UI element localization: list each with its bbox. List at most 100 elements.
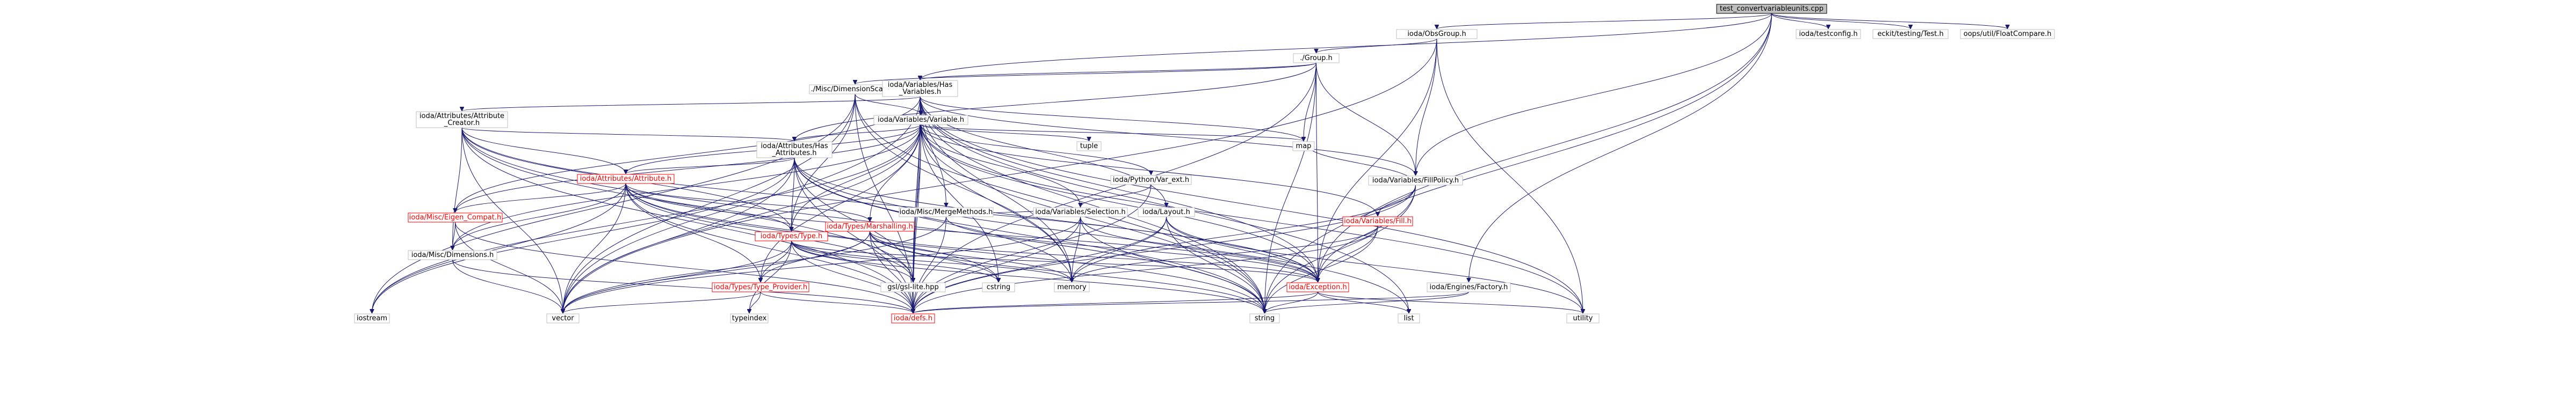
edge-layout-to-memory bbox=[1072, 216, 1167, 282]
edge-exception-to-list bbox=[1318, 291, 1409, 314]
edge-typeh-to-string bbox=[791, 240, 1265, 313]
node-gsl[interactable]: gsl/gsl-lite.hpp bbox=[880, 282, 946, 292]
node-fillpolicy[interactable]: ioda/Variables/FillPolicy.h bbox=[1368, 175, 1463, 186]
edge-attribute-to-string bbox=[625, 183, 1265, 313]
node-group[interactable]: ./Group.h bbox=[1293, 53, 1340, 63]
node-eigencompat[interactable]: ioda/Misc/Eigen_Compat.h bbox=[408, 212, 503, 223]
node-tuple[interactable]: tuple bbox=[1076, 141, 1102, 151]
node-selection-label-0: ioda/Variables/Selection.h bbox=[1035, 208, 1125, 216]
node-attrcreator[interactable]: ioda/Attributes/Attribute_Creator.h bbox=[416, 111, 508, 128]
node-eigencompat-label-0: ioda/Misc/Eigen_Compat.h bbox=[409, 214, 502, 222]
edge-attribute-to-vector bbox=[563, 183, 626, 313]
edge-typeh-to-exception bbox=[791, 240, 1318, 283]
node-marshalling[interactable]: ioda/Types/Marshalling.h bbox=[825, 222, 915, 232]
node-typeindex-label-0: typeindex bbox=[732, 314, 767, 322]
edge-variable-to-cstring bbox=[921, 124, 999, 282]
node-fill-label-0: ioda/Variables/Fill.h bbox=[1344, 217, 1412, 225]
node-defs[interactable]: ioda/defs.h bbox=[891, 313, 935, 324]
node-variable-box bbox=[873, 115, 968, 125]
edge-selection-to-vector bbox=[563, 216, 1081, 313]
node-memory[interactable]: memory bbox=[1054, 282, 1090, 292]
node-obsgroup-box bbox=[1396, 29, 1478, 39]
node-dimensions-box bbox=[408, 250, 497, 260]
node-attribute[interactable]: ioda/Attributes/Attribute.h bbox=[577, 174, 675, 184]
edge-attribute-to-dimensions bbox=[453, 183, 626, 250]
node-floatcompare[interactable]: oops/util/FloatCompare.h bbox=[1960, 29, 2055, 39]
edge-hasattributes-to-exception bbox=[794, 157, 1318, 282]
edge-variable-to-eigencompat bbox=[455, 124, 921, 212]
node-layout[interactable]: ioda/Layout.h bbox=[1138, 207, 1195, 217]
edge-dimscales-to-memory bbox=[855, 93, 1072, 282]
node-selection[interactable]: ioda/Variables/Selection.h bbox=[1033, 207, 1128, 217]
edge-typeh-to-typeindex bbox=[749, 240, 792, 313]
node-hasattributes-label-0: ioda/Attributes/Has bbox=[761, 142, 828, 150]
edge-variable-to-map bbox=[921, 124, 1304, 142]
node-testconfig[interactable]: ioda/testconfig.h bbox=[1796, 29, 1861, 39]
node-typeindex[interactable]: typeindex bbox=[730, 313, 769, 324]
node-factory[interactable]: ioda/Engines/Factory.h bbox=[1427, 282, 1511, 292]
edge-group-to-map bbox=[1304, 62, 1316, 141]
node-dimensions[interactable]: ioda/Misc/Dimensions.h bbox=[408, 250, 497, 260]
edge-hasvariables-to-vector bbox=[563, 96, 921, 313]
node-mergemethods[interactable]: ioda/Misc/MergeMethods.h bbox=[899, 207, 994, 217]
node-typeh[interactable]: ioda/Types/Type.h bbox=[755, 231, 828, 241]
node-fillpolicy-label-0: ioda/Variables/FillPolicy.h bbox=[1372, 177, 1459, 185]
edge-hasvariables-to-eigencompat bbox=[455, 96, 921, 212]
node-typeprovider-box bbox=[712, 282, 809, 292]
node-exception-label-0: ioda/Exception.h bbox=[1289, 283, 1347, 291]
node-fill[interactable]: ioda/Variables/Fill.h bbox=[1342, 216, 1413, 226]
node-variable[interactable]: ioda/Variables/Variable.h bbox=[873, 115, 968, 125]
edge-hasvariables-to-exception bbox=[920, 96, 1318, 282]
node-factory-label-0: ioda/Engines/Factory.h bbox=[1430, 283, 1508, 291]
node-mergemethods-label-0: ioda/Misc/MergeMethods.h bbox=[900, 208, 993, 216]
node-hasattributes-box bbox=[756, 141, 833, 158]
edge-typeh-to-defs bbox=[791, 240, 914, 313]
edge-eigencompat-to-vector bbox=[455, 222, 563, 313]
edge-root-to-testconfig bbox=[1771, 13, 1829, 30]
node-obsgroup[interactable]: ioda/ObsGroup.h bbox=[1396, 29, 1478, 39]
node-defs-label-0: ioda/defs.h bbox=[894, 314, 932, 322]
node-string[interactable]: string bbox=[1249, 313, 1280, 324]
edge-root-to-floatcompare bbox=[1771, 13, 2008, 30]
node-hasvariables[interactable]: ioda/Variables/Has_Variables.h bbox=[882, 80, 958, 97]
node-layout-box bbox=[1138, 207, 1195, 217]
node-memory-label-0: memory bbox=[1057, 283, 1087, 291]
edge-attribute-to-typeprovider bbox=[625, 183, 761, 282]
edge-eigencompat-to-defs bbox=[455, 222, 914, 313]
node-root[interactable]: test_convertvariableunits.cpp bbox=[1716, 4, 1827, 14]
node-eckit_test[interactable]: eckit/testing/Test.h bbox=[1872, 29, 1949, 39]
node-marshalling-box bbox=[825, 222, 915, 232]
node-pythonvarext[interactable]: ioda/Python/Var_ext.h bbox=[1110, 175, 1192, 185]
node-iostream[interactable]: iostream bbox=[354, 313, 390, 324]
edge-variable-to-memory bbox=[921, 124, 1072, 282]
edge-exception-to-utility bbox=[1318, 291, 1583, 314]
edge-variable-to-exception bbox=[921, 124, 1318, 282]
node-vector[interactable]: vector bbox=[546, 313, 580, 324]
node-typeindex-box bbox=[730, 313, 769, 324]
node-map[interactable]: map bbox=[1292, 141, 1315, 151]
node-typeprovider[interactable]: ioda/Types/Type_Provider.h bbox=[712, 282, 809, 292]
node-list[interactable]: list bbox=[1398, 313, 1420, 324]
edge-obsgroup-to-fillpolicy bbox=[1416, 38, 1437, 175]
node-attribute-box bbox=[577, 174, 675, 184]
node-exception[interactable]: ioda/Exception.h bbox=[1286, 282, 1349, 292]
edge-root-to-eckit_test bbox=[1771, 13, 1911, 30]
edge-exception-to-defs bbox=[913, 291, 1318, 314]
edge-selection-to-exception bbox=[1080, 216, 1318, 282]
edge-fillpolicy-to-exception bbox=[1318, 185, 1416, 282]
edge-typeh-to-cstring bbox=[791, 240, 999, 283]
edge-typeh-to-vector bbox=[563, 240, 792, 313]
edge-obsgroup-to-vector bbox=[563, 38, 1437, 313]
edge-root-to-obsgroup bbox=[1437, 13, 1772, 30]
edge-attrcreator-to-gsl bbox=[461, 127, 913, 282]
edge-variable-to-typeprovider bbox=[761, 124, 921, 282]
node-eckit_test-label-0: eckit/testing/Test.h bbox=[1877, 30, 1943, 38]
node-utility[interactable]: utility bbox=[1566, 313, 1600, 324]
edge-group-to-string bbox=[1265, 62, 1316, 313]
edge-marshalling-to-gsl bbox=[870, 231, 914, 282]
node-cstring[interactable]: cstring bbox=[982, 282, 1015, 292]
edge-obsgroup-to-utility bbox=[1436, 38, 1583, 313]
node-hasattributes[interactable]: ioda/Attributes/Has_Attributes.h bbox=[756, 141, 833, 158]
node-dimscales-label-0: ./Misc/DimensionScales.h bbox=[811, 85, 900, 93]
